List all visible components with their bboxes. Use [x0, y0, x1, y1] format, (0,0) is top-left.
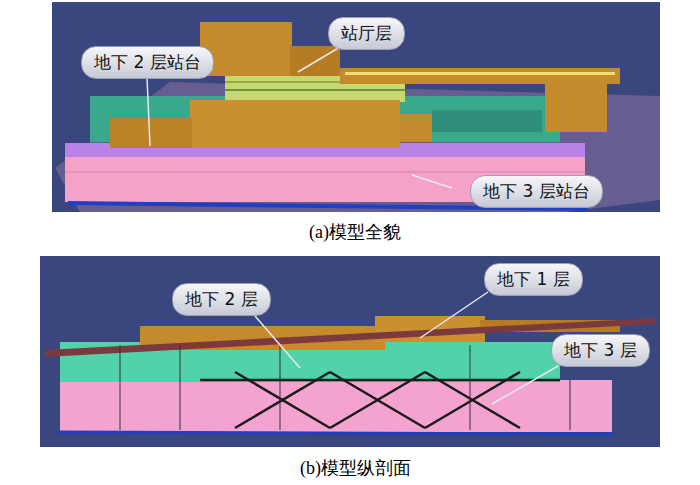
hall-block: [190, 100, 400, 148]
callout-bubble: 地下 2 层站台: [81, 46, 214, 79]
hall-block: [110, 118, 192, 148]
leader-line: [420, 292, 488, 338]
leader-line: [255, 316, 300, 368]
hall-rail: [345, 72, 615, 75]
callout-bubble: 地下 3 层站台: [470, 175, 603, 208]
hall-block: [400, 114, 432, 142]
callout-bubble: 地下 3 层: [551, 334, 650, 367]
callout-text: 地下 1 层: [497, 269, 570, 289]
hall-block: [290, 46, 340, 76]
track: [225, 89, 405, 91]
subfigure-caption: (b)模型纵剖面: [300, 456, 411, 480]
base-line: [58, 432, 614, 434]
callout-text: 地下 2 层站台: [94, 52, 201, 72]
panel-background: [52, 2, 660, 212]
leader-line: [147, 78, 150, 146]
callout-text: 地下 3 层站台: [483, 181, 590, 201]
columns: [120, 345, 570, 430]
callout-bubble: 地下 2 层: [172, 283, 271, 316]
subfigure-caption: (a)模型全貌: [309, 220, 401, 244]
callout-text: 地下 3 层: [564, 340, 637, 360]
leader-line: [492, 366, 558, 404]
callout-text: 站厅层: [341, 23, 392, 43]
x-bracing: [200, 372, 560, 428]
hall-block: [545, 76, 607, 132]
panel-background: [40, 256, 660, 447]
callout-bubble: 地下 1 层: [484, 263, 583, 296]
b3-line: [65, 172, 585, 173]
leader-line: [412, 175, 452, 188]
callout-bubble: 站厅层: [328, 17, 405, 50]
hall-block: [200, 22, 292, 76]
b2-block: [432, 110, 542, 132]
callout-text: 地下 2 层: [185, 289, 258, 309]
leader-line: [298, 47, 340, 72]
